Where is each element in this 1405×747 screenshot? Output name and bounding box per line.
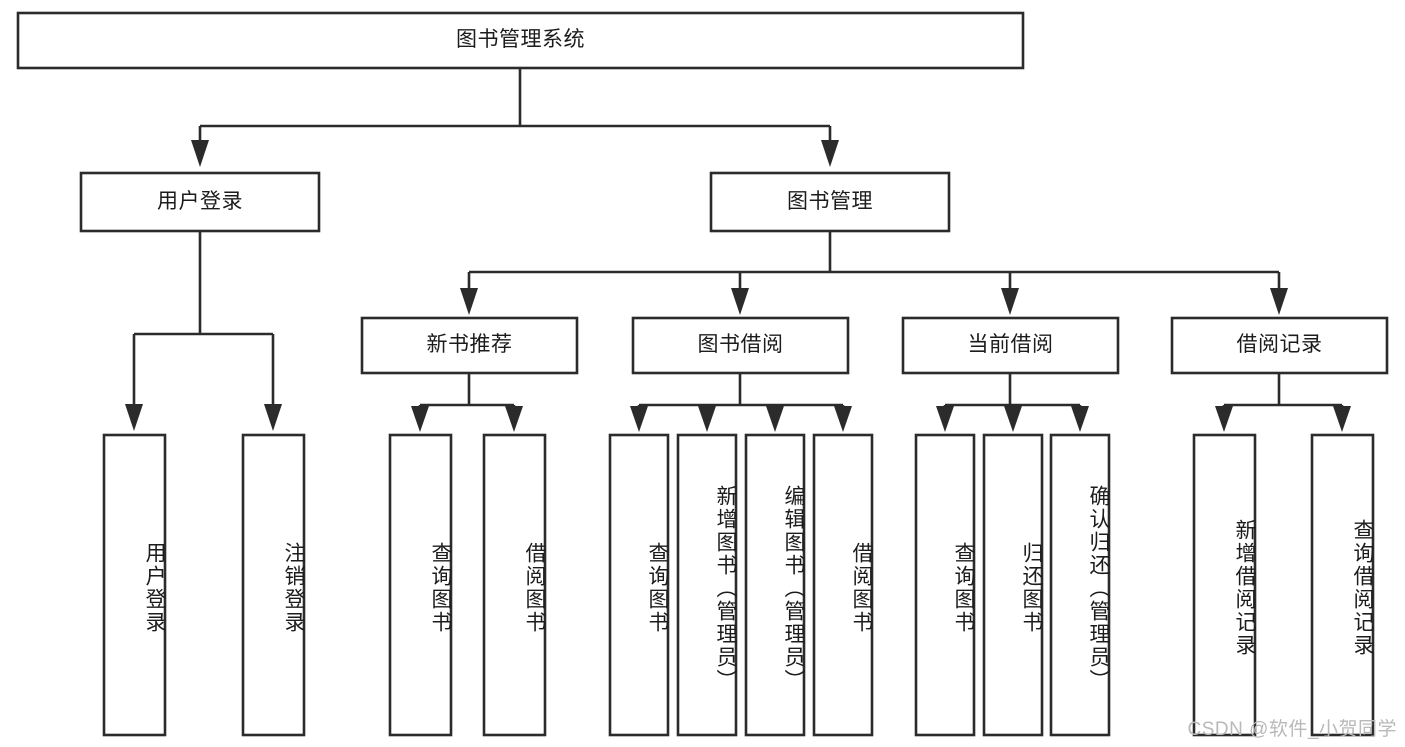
node-box-leaf-book-borrow-1[interactable]: [676, 433, 738, 737]
edge-user-login-to-leaves: [125, 231, 282, 431]
node-box-leaf-book-borrow-0[interactable]: [608, 433, 670, 737]
node-box-borrow-record[interactable]: [1170, 316, 1389, 375]
edge-borrow-record-to-leaves: [1215, 373, 1351, 432]
node-box-leaf-borrow-record-1[interactable]: [1310, 433, 1375, 737]
edge-new-book-to-leaves: [411, 373, 523, 432]
node-box-leaf-borrow-record-0[interactable]: [1192, 433, 1257, 737]
node-box-leaf-book-borrow-2[interactable]: [744, 433, 806, 737]
edge-current-borrow-to-leaves: [936, 373, 1089, 432]
edge-book-management-to-level3: [460, 231, 1288, 315]
node-box-leaf-user-login-1[interactable]: [241, 433, 306, 737]
node-box-leaf-current-borrow-1[interactable]: [982, 433, 1044, 737]
node-box-new-book-recommend[interactable]: [360, 316, 579, 375]
node-box-leaf-user-login-0[interactable]: [102, 433, 167, 737]
node-box-leaf-book-borrow-3[interactable]: [812, 433, 874, 737]
node-box-current-borrow[interactable]: [901, 316, 1120, 375]
node-box-book-management[interactable]: [709, 171, 951, 233]
node-box-book-borrow[interactable]: [631, 316, 850, 375]
node-box-root[interactable]: [16, 11, 1025, 70]
edge-root-to-level2: [191, 68, 839, 167]
node-box-user-login[interactable]: [79, 171, 321, 233]
node-box-leaf-current-borrow-0[interactable]: [914, 433, 976, 737]
edge-book-borrow-to-leaves: [630, 373, 852, 432]
node-box-leaf-new-book-1[interactable]: [482, 433, 547, 737]
node-box-leaf-current-borrow-2[interactable]: [1049, 433, 1111, 737]
node-box-leaf-new-book-0[interactable]: [388, 433, 453, 737]
